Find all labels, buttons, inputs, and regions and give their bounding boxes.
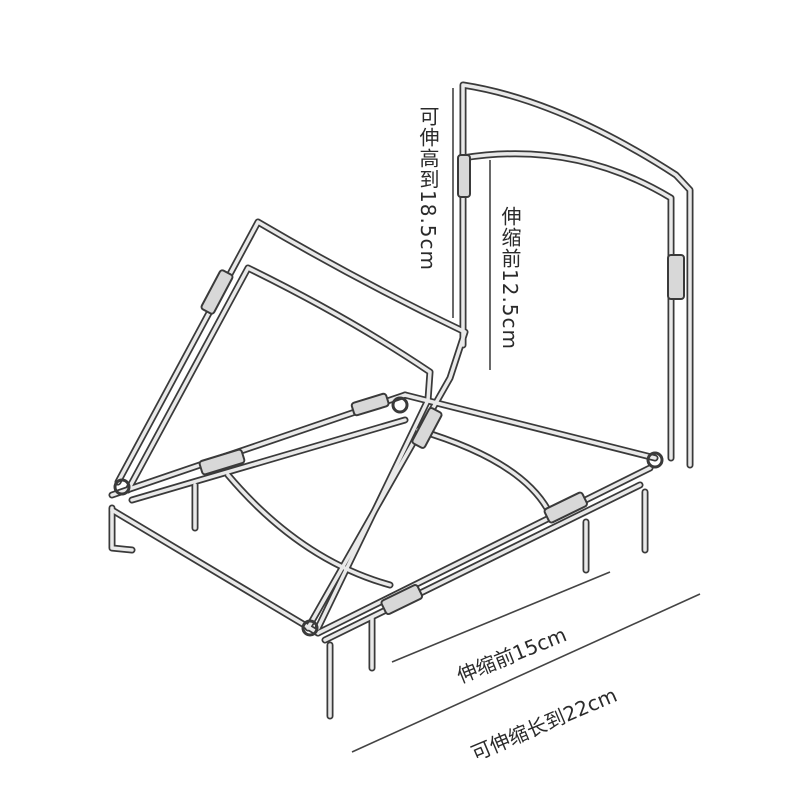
- sleeve-base-back: [198, 448, 246, 476]
- sleeve-back-right: [667, 254, 685, 300]
- sleeve-back-left: [457, 154, 471, 198]
- hinges: [113, 396, 664, 637]
- hinge-center: [391, 396, 409, 414]
- sleeve-base-front: [380, 584, 424, 616]
- extended-length-line: [351, 593, 701, 753]
- length-before-line: [391, 571, 611, 663]
- sleeve-base-mid: [350, 392, 390, 417]
- sleeve-front-left: [200, 269, 234, 315]
- height-before-label: 伸缩前12.5cm: [498, 206, 522, 351]
- sleeve-base-right: [543, 491, 588, 524]
- hinge-left: [113, 478, 131, 496]
- telescopic-sleeves: [198, 154, 685, 616]
- hinge-front: [301, 619, 319, 637]
- sleeve-front-right: [411, 407, 443, 449]
- extended-height-label: 可伸高到18.5cm: [416, 106, 440, 272]
- dimension-lines: [351, 88, 701, 753]
- hinge-right: [646, 451, 664, 469]
